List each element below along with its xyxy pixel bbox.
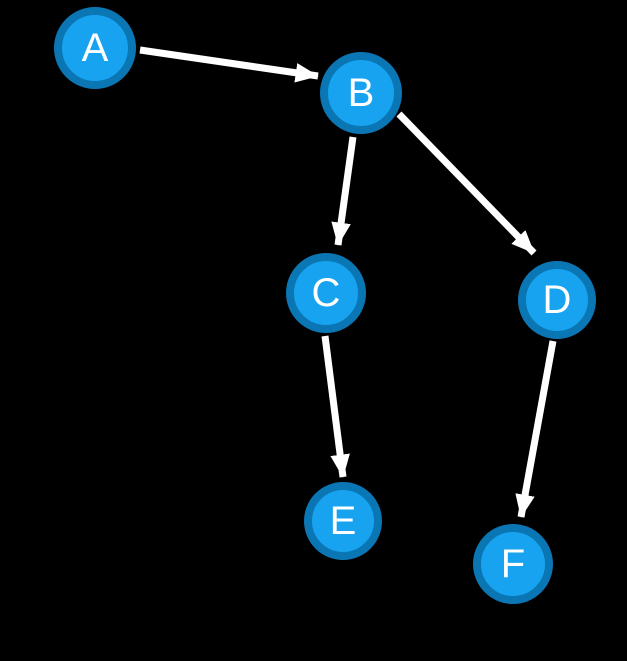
node-c[interactable]: C: [286, 253, 366, 333]
node-e[interactable]: E: [304, 482, 382, 560]
node-d[interactable]: D: [518, 261, 596, 339]
node-label: E: [329, 499, 357, 543]
edge-c-e-arrow: [321, 335, 350, 478]
edge-b-c-arrow: [331, 136, 357, 246]
edge-a-b-arrow: [139, 46, 319, 83]
node-b[interactable]: B: [320, 52, 402, 134]
node-f[interactable]: F: [473, 524, 553, 604]
node-a[interactable]: A: [54, 7, 136, 89]
edge-b-d-arrow: [396, 111, 537, 256]
node-label: B: [347, 71, 375, 115]
node-label: D: [542, 278, 572, 322]
node-label: C: [311, 271, 341, 315]
node-label: A: [81, 26, 109, 70]
node-label: F: [500, 542, 526, 586]
edge-d-f-arrow: [515, 340, 557, 518]
